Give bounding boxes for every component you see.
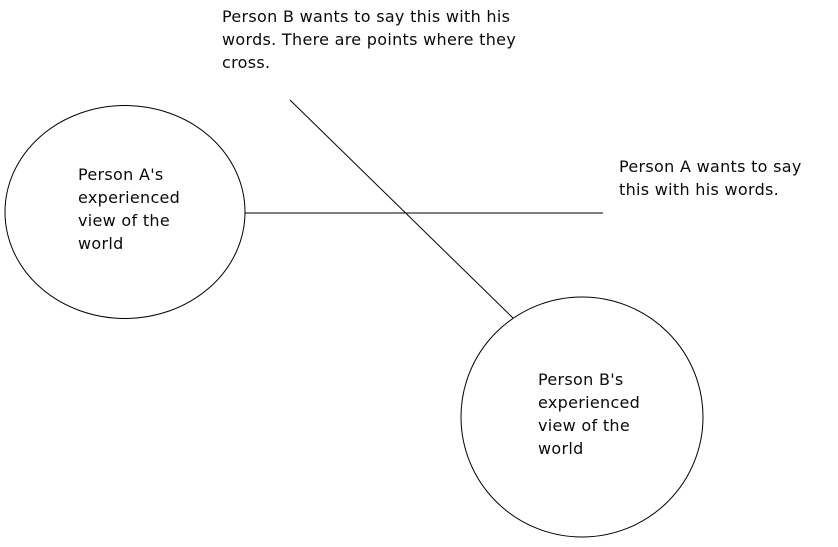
label-text-line: world — [538, 439, 584, 458]
label-text-line: words. There are points where they — [222, 30, 517, 49]
label-text-line: this with his words. — [619, 180, 780, 199]
label-text-line: Person B's — [538, 370, 624, 389]
label-text-line: view of the — [78, 211, 170, 230]
label-text-line: experienced — [538, 393, 641, 412]
label-text-line: Person B wants to say this with his — [222, 7, 511, 26]
label-text-line: Person A wants to say — [619, 157, 802, 176]
person-a-world-label: Person A's experienced view of the world — [78, 163, 180, 255]
label-text-line: experienced — [78, 188, 181, 207]
label-text-line: Person A's — [78, 165, 164, 184]
label-text-line: view of the — [538, 416, 630, 435]
person-b-world-label: Person B's experienced view of the world — [538, 368, 640, 460]
person-b-message-line — [289, 99, 514, 319]
person-a-statement-label: Person A wants to say this with his word… — [619, 155, 802, 201]
person-b-world-circle — [460, 296, 704, 538]
person-a-world-circle — [4, 105, 246, 319]
label-text-line: world — [78, 234, 124, 253]
label-text-line: cross. — [222, 53, 271, 72]
person-b-statement-label: Person B wants to say this with his word… — [222, 5, 516, 74]
